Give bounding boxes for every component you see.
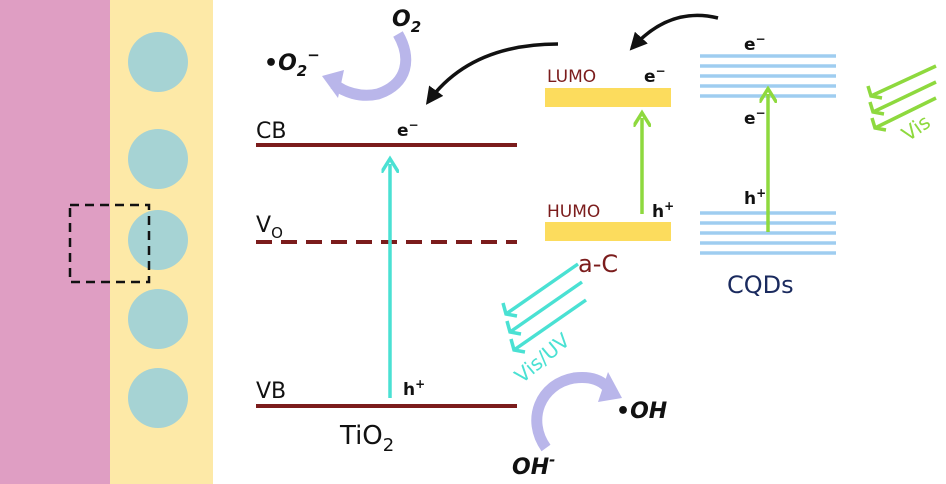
ac-label: a-C <box>578 250 618 278</box>
oh-oxidation-arrowhead <box>598 372 622 402</box>
substrate-pink-layer <box>0 0 110 484</box>
cqd-hole-label: h+ <box>744 186 766 209</box>
lumo-label: LUMO <box>547 67 596 87</box>
particle-4 <box>128 289 188 349</box>
particle-3 <box>128 210 188 270</box>
humo-hole-label: h+ <box>652 199 674 222</box>
lumo-band <box>545 88 671 107</box>
cqd-upper-stack <box>700 54 836 98</box>
oh-oxidation-arrow <box>531 372 610 452</box>
superoxide-label: •O2− <box>264 46 320 80</box>
lumo-electron-label: e− <box>644 64 666 87</box>
vis-uv-light-arrows <box>501 262 587 354</box>
vb-label: VB <box>256 379 286 404</box>
cqd-electron-top-label: e− <box>744 32 766 55</box>
hydroxyl-radical-label: •OH <box>616 399 667 424</box>
vo-label: VO <box>256 213 283 242</box>
vb-hole-label: h+ <box>403 377 425 400</box>
o2-reduction-arrow <box>330 31 412 101</box>
particle-5 <box>128 368 188 428</box>
vis-light-arrows <box>866 64 937 132</box>
hydroxide-label: OH- <box>512 451 555 480</box>
humo-band <box>545 222 671 241</box>
particle-1 <box>128 32 188 92</box>
tio2-label: TiO2 <box>339 421 394 456</box>
o2-label: O2 <box>392 7 421 36</box>
particle-2 <box>128 129 188 189</box>
zoom-box <box>68 203 151 284</box>
transfer-arrow-cqd-to-ac <box>629 13 719 51</box>
o2-reduction-arrowhead <box>322 70 344 98</box>
cb-electron-label: e− <box>397 118 419 141</box>
cqds-label: CQDs <box>727 271 794 299</box>
transfer-arrow-ac-to-tio2 <box>425 42 559 105</box>
humo-label: HUMO <box>547 202 600 222</box>
cb-label: CB <box>256 119 286 144</box>
cqd-electron-mid-label: e− <box>744 106 766 129</box>
